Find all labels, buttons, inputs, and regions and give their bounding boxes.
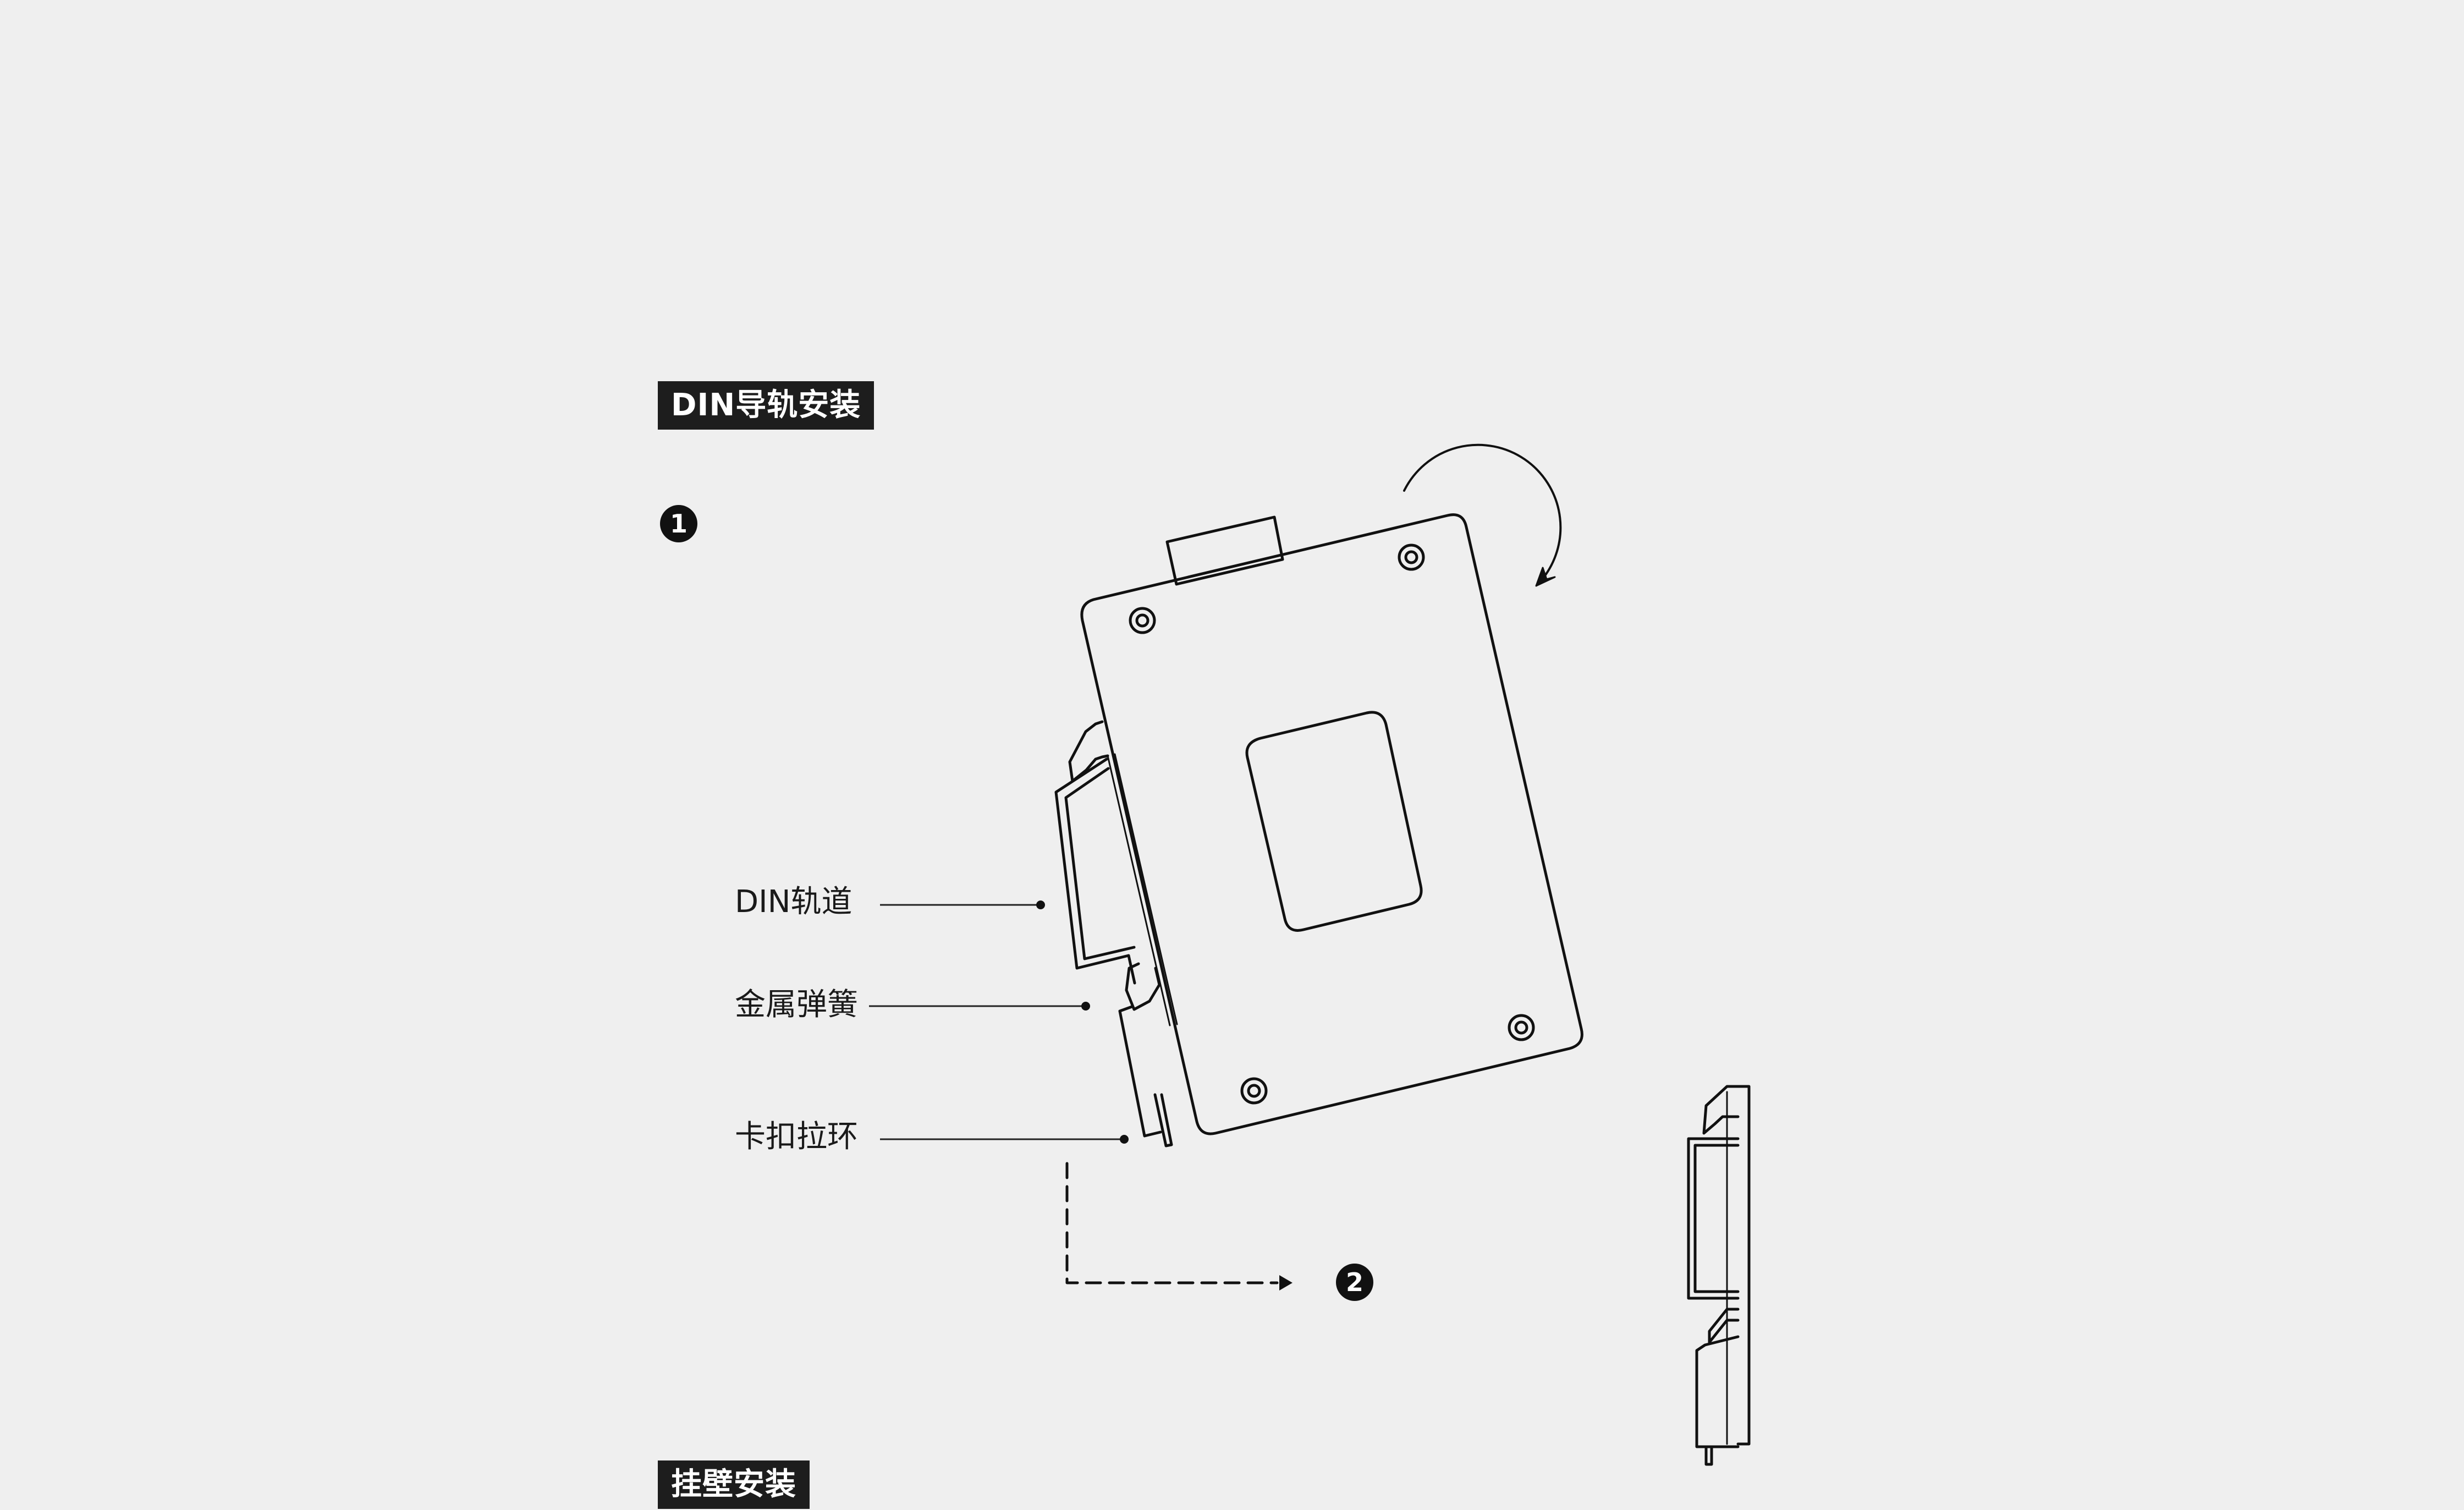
side-clip-pull-ring	[1695, 1335, 1740, 1466]
leader-dot-din-rail	[1036, 900, 1045, 909]
step-2-badge: 2	[1336, 1264, 1373, 1301]
wall-mount-install-title: 挂壁安装	[658, 1460, 810, 1509]
top-connector	[1165, 515, 1284, 586]
dashed-arrow-icon	[1065, 1162, 1292, 1291]
screw-bottom-left	[1240, 1077, 1268, 1105]
side-din-rail	[1687, 1137, 1740, 1300]
callout-clip-ring: 卡扣拉环	[735, 1119, 858, 1155]
callout-leaders	[869, 900, 1129, 1144]
clip-pull-ring	[1118, 1005, 1173, 1147]
leader-dot-metal-spring	[1081, 1002, 1090, 1011]
device-outline	[1080, 513, 1583, 1135]
callout-metal-spring: 金属弹簧	[735, 987, 858, 1023]
side-clip-hook-top	[1702, 1085, 1740, 1135]
label-window	[1245, 711, 1423, 932]
screw-bottom-right	[1508, 1014, 1535, 1041]
din-rail-install-title: DIN导轨安装	[658, 381, 875, 430]
device-body	[1080, 513, 1583, 1135]
screw-top-right	[1398, 543, 1425, 571]
screw-top-left	[1129, 607, 1156, 634]
side-metal-spring	[1708, 1308, 1740, 1344]
leader-dot-clip-ring	[1120, 1135, 1129, 1144]
clockwise-rotation-arrow-icon	[1403, 443, 1562, 587]
side-housing	[1736, 1085, 1751, 1446]
din-rail-clip-assembly	[1054, 720, 1178, 1147]
callout-din-rail: DIN轨道	[735, 884, 853, 920]
installed-device-side-view	[1687, 1085, 1751, 1466]
din-rail-profile	[1054, 757, 1136, 985]
metal-spring	[1125, 962, 1161, 1011]
step-1-badge: 1	[660, 505, 697, 542]
